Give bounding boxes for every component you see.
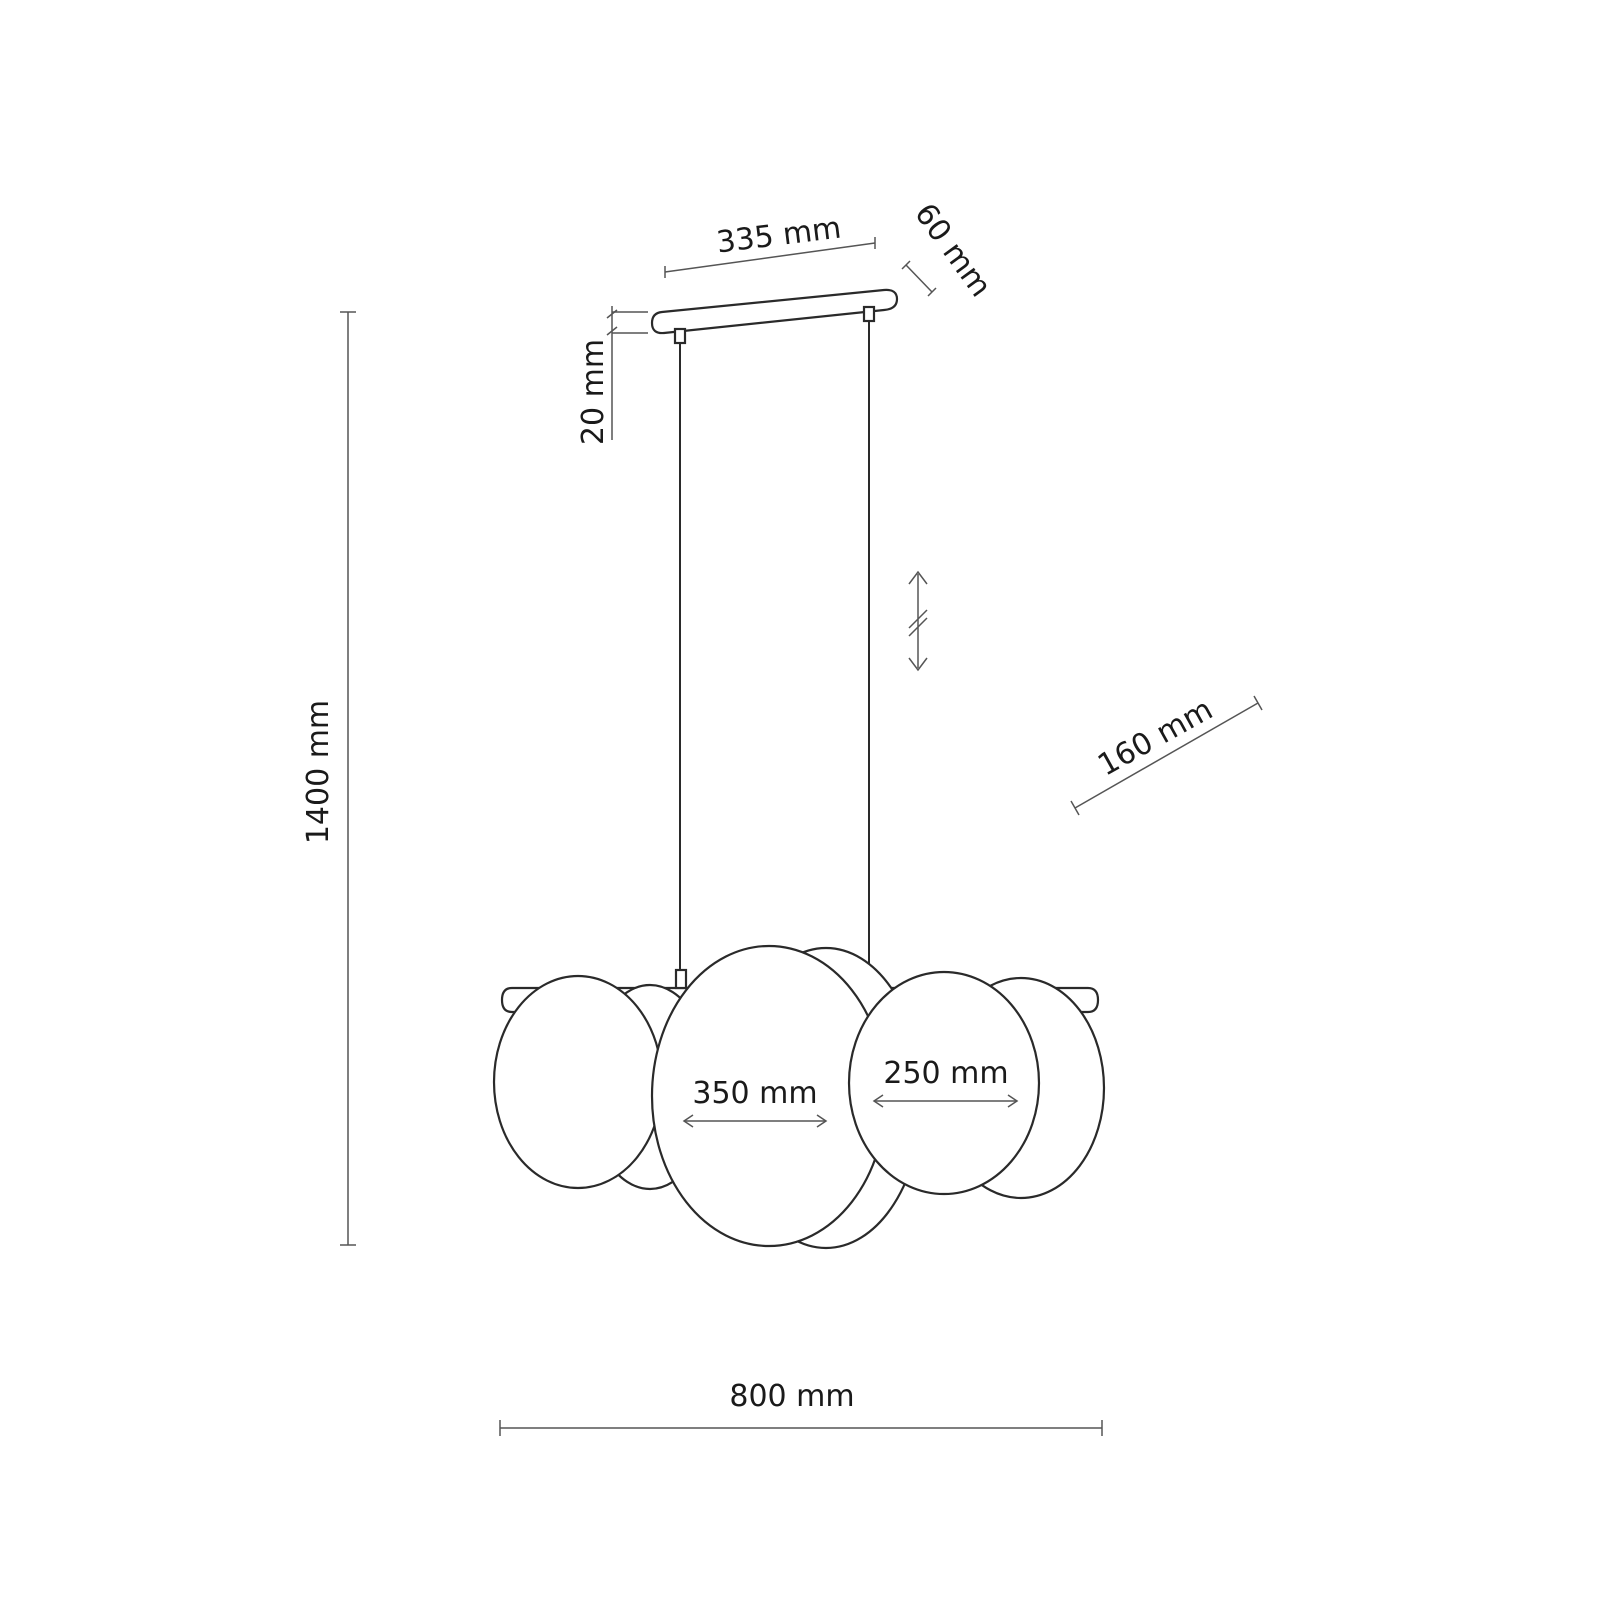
adjustable-length-icon [908,570,928,672]
ceiling-canopy [650,288,899,345]
small-shade-diameter-dimension: 250 mm [872,1056,1019,1108]
canopy-length-dimension: 335 mm [664,211,876,278]
small-shade-diameter-label: 250 mm [883,1056,1008,1091]
canopy-length-label: 335 mm [715,211,844,261]
large-shade-diameter-label: 350 mm [692,1076,817,1111]
shade-depth-dimension: 160 mm [1070,692,1263,816]
total-height-dimension: 1400 mm [301,311,356,1246]
canopy-depth-label: 60 mm [907,197,998,303]
total-width-label: 800 mm [729,1379,854,1414]
canopy-height-dimension: 20 mm [576,306,648,445]
lamp-body [492,944,1106,1250]
shade-depth-label: 160 mm [1092,692,1219,783]
total-height-label: 1400 mm [301,700,336,844]
large-shade-diameter-dimension: 350 mm [682,1076,828,1128]
front-shade-left [492,974,664,1190]
front-shade-right [847,970,1041,1196]
total-width-dimension: 800 mm [499,1379,1103,1436]
canopy-height-label: 20 mm [576,339,611,445]
canopy-depth-dimension: 60 mm [901,197,998,304]
